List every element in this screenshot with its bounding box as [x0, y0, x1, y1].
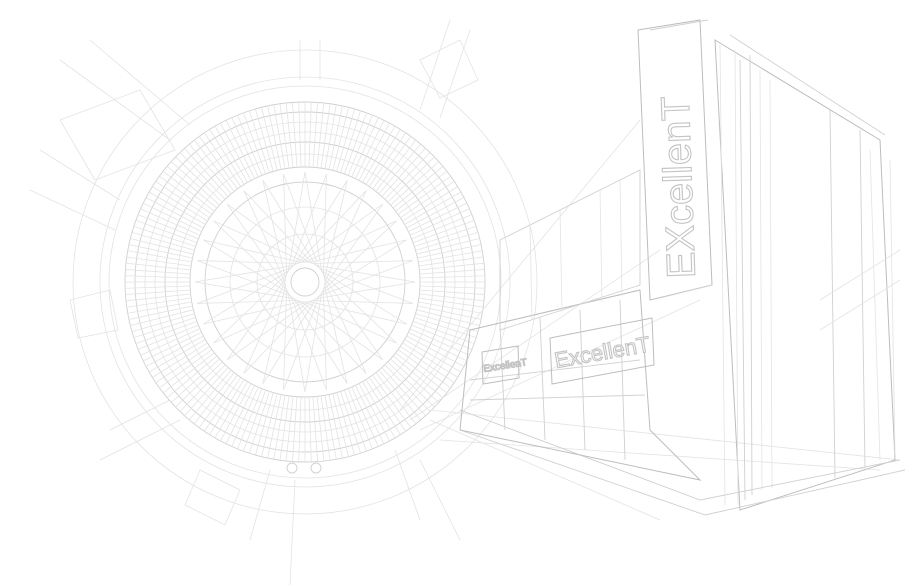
small-sign-text: ExcellenT — [483, 357, 528, 375]
dome-sketch — [29, 19, 538, 585]
tower-sign-text: EXcellenT — [654, 95, 704, 279]
building-sketch: EXcellenT ExcellenT ExcellenT — [459, 19, 906, 516]
front-sign-text: ExcellenT — [553, 332, 652, 373]
perspective-lines — [399, 119, 901, 521]
